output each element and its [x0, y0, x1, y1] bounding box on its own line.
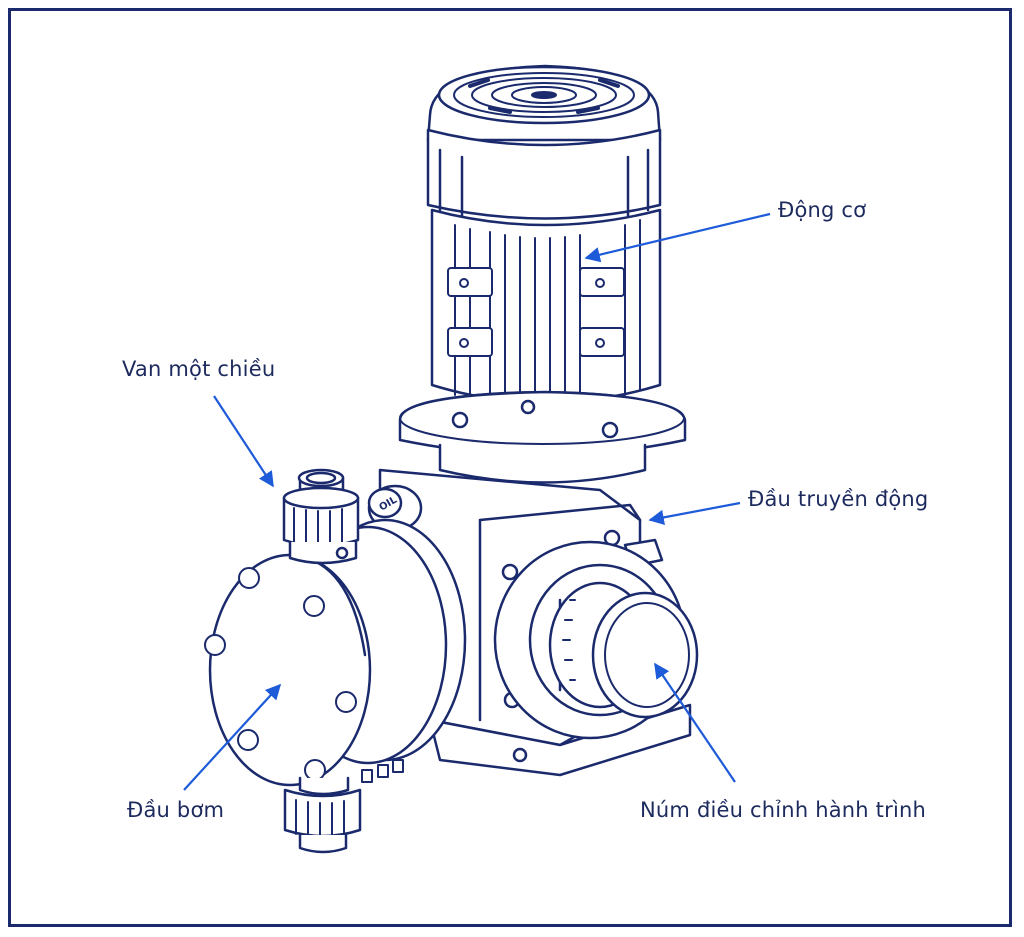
- check-valve-arrow: [213, 395, 274, 488]
- pump-head-drawing: [204, 518, 467, 787]
- motor-label: Động cơ: [778, 198, 867, 222]
- check-valve-top-drawing: [282, 468, 360, 565]
- motor-drawing: [398, 64, 687, 484]
- stroke-knob-drawing: [493, 540, 699, 740]
- motor-arrow: [584, 212, 771, 263]
- check-valve-bottom-drawing: [283, 776, 362, 854]
- stroke-knob-label: Núm điều chỉnh hành trình: [640, 798, 926, 822]
- drive-head-label: Đầu truyền động: [748, 487, 929, 511]
- pump-head-label: Đầu bơm: [127, 798, 225, 822]
- drive-head-arrow: [648, 501, 741, 525]
- pump-head-arrow: [183, 683, 282, 791]
- stroke-knob-arrow: [654, 662, 736, 783]
- diagram-frame: [8, 8, 1012, 927]
- check-valve-label: Van một chiều: [122, 357, 276, 381]
